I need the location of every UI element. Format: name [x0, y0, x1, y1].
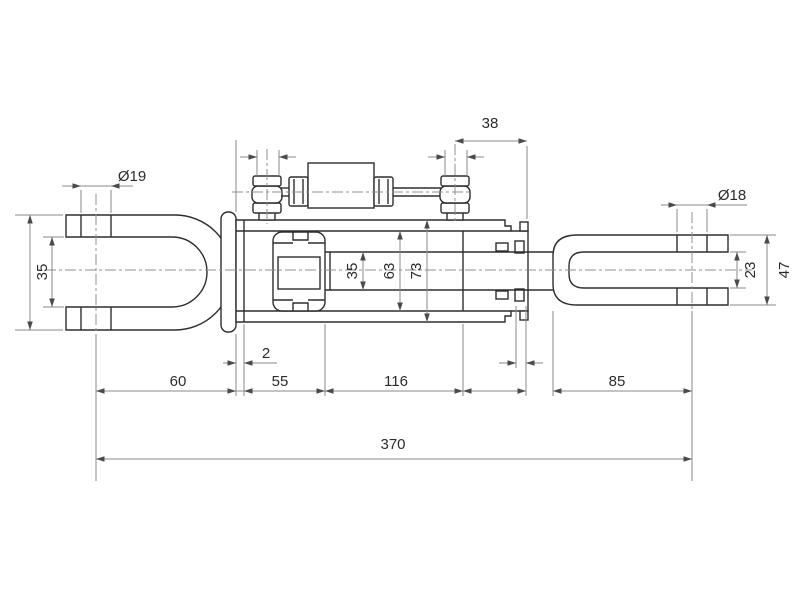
dim-label-body-front-section: 55 [272, 373, 289, 390]
dim-label-right-fork-outer-width: 47 [776, 262, 793, 279]
dim-label-left-clevis-pin-to-body: 60 [170, 373, 187, 390]
dim-label-right-pin-diameter: Ø18 [718, 187, 746, 204]
dim-overall-length: 370 [96, 436, 692, 462]
circlip-bottom [514, 288, 525, 302]
dim-collar-gap: 2 [223, 345, 277, 366]
dim-label-collar-gap: 2 [262, 345, 270, 362]
piston-rod [325, 251, 566, 291]
dim-right-port-stem [428, 150, 484, 176]
circlip-top [514, 240, 525, 254]
dim-label-left-jaw-opening: 35 [34, 264, 51, 281]
dim-body-front-section: 55 [244, 373, 325, 394]
dim-port-to-body-end: 38 [455, 115, 528, 219]
dim-left-jaw-opening: 35 [34, 236, 64, 308]
dim-label-right-clevis-section: 85 [609, 373, 626, 390]
dim-right-clevis-section: 85 [553, 373, 692, 394]
valve-block [307, 162, 375, 209]
dim-left-clevis-pin-to-body: 60 [96, 373, 526, 394]
dim-label-overall-length: 370 [380, 436, 405, 453]
dim-rod-diameter: 35 [344, 252, 366, 290]
dim-label-body-main-section: 116 [384, 373, 408, 390]
dim-left-pin-diameter: Ø19 [62, 168, 146, 213]
dim-label-right-jaw-opening: 23 [742, 262, 759, 279]
dim-seal-groove [499, 306, 543, 368]
centerlines [45, 144, 752, 334]
dim-body-main-section: 116 [325, 373, 463, 394]
gland-seal-bottom [495, 290, 509, 300]
dim-bore-diameter: 63 [381, 231, 403, 311]
weld-collar [220, 211, 237, 333]
dim-left-port-stem [240, 150, 296, 176]
dim-label-rod-diameter: 35 [344, 263, 361, 280]
left-pin-hole-lines [80, 215, 112, 330]
right-union-nut [373, 176, 441, 207]
dim-chain-extension-lines [95, 306, 693, 481]
right-pin-hole-lines [676, 235, 708, 305]
dim-label-port-to-body-end: 38 [482, 115, 499, 132]
dim-right-fork-outer-width: 47 [730, 234, 793, 306]
piston [272, 231, 326, 312]
left-clevis-fork [65, 214, 234, 331]
gland-seal-top [495, 242, 509, 252]
dim-tube-outer-diameter: 73 [408, 220, 430, 322]
dim-right-jaw-opening: 23 [730, 251, 759, 289]
dim-right-pin-diameter: Ø18 [661, 187, 747, 232]
dim-left-fork-outer [15, 214, 63, 331]
dim-label-bore-diameter: 63 [381, 263, 398, 280]
dim-label-left-pin-diameter: Ø19 [118, 168, 146, 185]
dim-label-tube-outer-diameter: 73 [408, 263, 425, 280]
right-clevis-fork [552, 234, 729, 306]
